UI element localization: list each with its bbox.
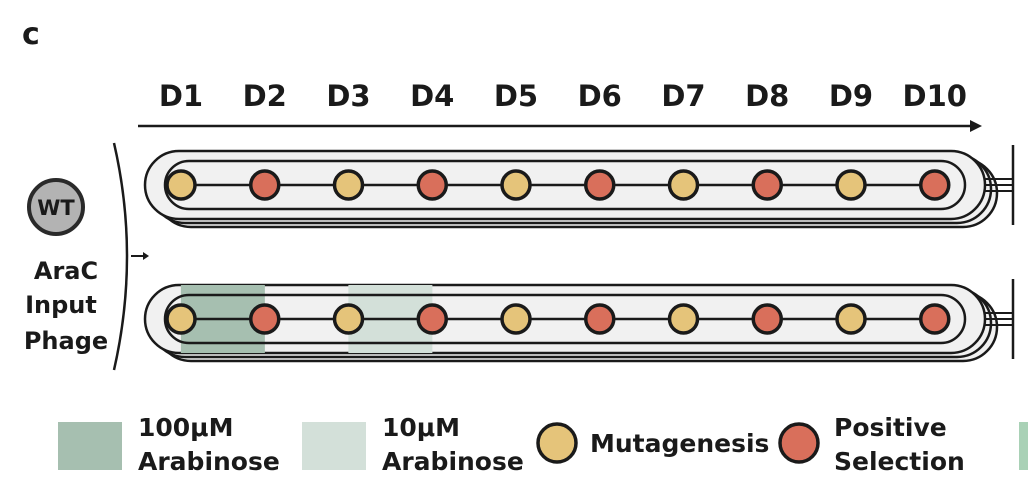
lane-inner-outline — [163, 159, 967, 211]
mutagenesis-node — [332, 169, 365, 201]
positive-selection-node — [584, 169, 616, 201]
day-label-d1: D1 — [159, 79, 203, 113]
legend-positive-selection-icon — [778, 422, 820, 464]
positive-selection-node — [416, 303, 448, 335]
edge-strip — [1019, 422, 1028, 470]
day-label-d6: D6 — [578, 79, 622, 113]
day-label-d2: D2 — [243, 79, 287, 113]
mutagenesis-node — [332, 303, 365, 335]
positive-selection-node — [416, 169, 448, 201]
timeline-arrow — [138, 120, 982, 132]
split-bracket — [112, 142, 149, 371]
input-label-line-2: Input — [25, 291, 97, 319]
mutagenesis-node — [835, 169, 867, 201]
positive-selection-node — [919, 303, 951, 335]
mutagenesis-node — [500, 303, 532, 335]
lane-inner-outline — [163, 293, 967, 345]
mutagenesis-node — [667, 303, 700, 335]
legend-high-arabinose-swatch — [58, 422, 122, 470]
day-label-d9: D9 — [829, 79, 873, 113]
lane-1 — [143, 145, 1015, 229]
mutagenesis-node — [667, 169, 700, 201]
legend-low-arabinose-line-1: 10μM — [382, 413, 460, 442]
day-label-d10: D10 — [903, 79, 967, 113]
input-label-line-3: Phage — [24, 327, 108, 355]
legend-positive-selection-line-1: Positive — [834, 413, 947, 442]
panel-label: c — [22, 17, 40, 52]
positive-selection-node — [249, 303, 281, 335]
positive-selection-node — [751, 169, 783, 201]
legend-mutagenesis-icon — [536, 422, 578, 464]
mutagenesis-node — [165, 303, 197, 335]
day-label-d8: D8 — [745, 79, 789, 113]
legend-high-arabinose-line-2: Arabinose — [138, 447, 280, 476]
mutagenesis-node — [165, 169, 197, 201]
mutagenesis-node — [500, 169, 532, 201]
evolution-lanes — [143, 145, 1015, 363]
legend: 100μM Arabinose 10μM Arabinose Mutagenes… — [58, 413, 1028, 476]
positive-selection-node — [249, 169, 281, 201]
day-label-d5: D5 — [494, 79, 538, 113]
positive-selection-node — [584, 303, 616, 335]
legend-low-arabinose-swatch — [302, 422, 366, 470]
legend-high-arabinose-line-1: 100μM — [138, 413, 233, 442]
wt-badge: WT — [37, 196, 75, 220]
day-label-d4: D4 — [410, 79, 454, 113]
lane-2 — [143, 279, 1015, 363]
day-label-d3: D3 — [326, 79, 370, 113]
wt-phage-icon — [27, 178, 85, 236]
input-label-line-1: AraC — [34, 257, 98, 285]
legend-low-arabinose-line-2: Arabinose — [382, 447, 524, 476]
legend-positive-selection-line-2: Selection — [834, 447, 965, 476]
mutagenesis-node — [835, 303, 867, 335]
positive-selection-node — [751, 303, 783, 335]
positive-selection-node — [919, 169, 951, 201]
day-axis-labels: D1 D2 D3 D4 D5 D6 D7 D8 D9 D10 — [159, 79, 967, 113]
input-phage: WT AraC Input Phage — [24, 178, 108, 355]
legend-mutagenesis-label: Mutagenesis — [590, 429, 769, 458]
day-label-d7: D7 — [661, 79, 705, 113]
